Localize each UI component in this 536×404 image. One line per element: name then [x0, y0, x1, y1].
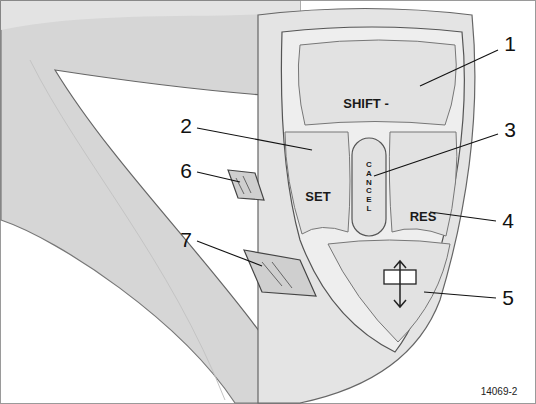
button-label: SHIFT -: [340, 94, 392, 113]
callout-number: 1: [504, 32, 516, 56]
callout-number: 2: [180, 114, 192, 138]
button-text: SHIFT -: [343, 96, 389, 111]
callout-number: 5: [502, 286, 514, 310]
button-text: SET: [305, 189, 330, 204]
button-label: CANCEL: [364, 160, 374, 215]
callout-number: 3: [504, 118, 516, 142]
button-label: SET: [302, 187, 333, 206]
figure-number: 14069-2: [481, 386, 518, 397]
callout-number: 7: [180, 228, 192, 252]
callout-number: 6: [180, 159, 192, 183]
button-label: RES: [407, 207, 440, 226]
button-text: CANCEL: [365, 161, 373, 214]
callout-number: 4: [502, 209, 514, 233]
leader-lines: [197, 50, 498, 298]
button-text: RES: [410, 209, 437, 224]
